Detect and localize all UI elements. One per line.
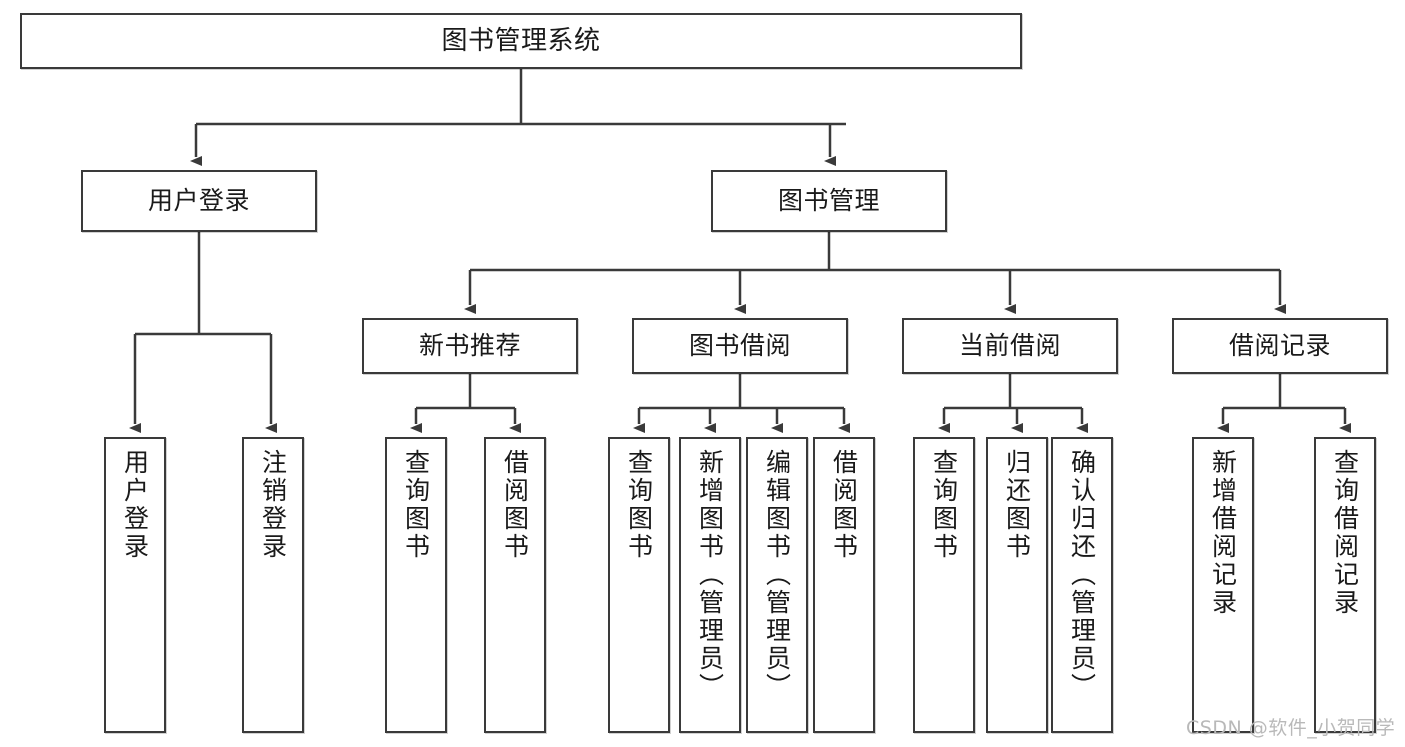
leaf-label: 用户登录	[120, 449, 150, 561]
leaf-label: 注销登录	[258, 449, 288, 561]
leaf-label: 查询图书	[401, 449, 431, 561]
leaf-label: 编辑图书（管理员）	[762, 449, 792, 701]
node-root[interactable]: 图书管理系统	[20, 13, 1022, 69]
node-book-manage[interactable]: 图书管理	[711, 170, 947, 232]
node-current-borrow[interactable]: 当前借阅	[902, 318, 1118, 374]
node-borrow-record[interactable]: 借阅记录	[1172, 318, 1388, 374]
leaf-borrow-book[interactable]: 借阅图书	[813, 437, 875, 733]
node-book-borrow[interactable]: 图书借阅	[632, 318, 848, 374]
node-root-label: 图书管理系统	[441, 25, 601, 56]
leaf-label: 归还图书	[1002, 449, 1032, 561]
node-new-book-recommend[interactable]: 新书推荐	[362, 318, 578, 374]
node-user-login[interactable]: 用户登录	[81, 170, 317, 232]
leaf-logout[interactable]: 注销登录	[242, 437, 304, 733]
node-book-manage-label: 图书管理	[777, 186, 880, 216]
leaf-label: 新增图书（管理员）	[695, 449, 725, 701]
leaf-query-book-newbook[interactable]: 查询图书	[385, 437, 447, 733]
leaf-label: 新增借阅记录	[1208, 449, 1238, 617]
csdn-watermark: CSDN @软件_小贺同学	[1186, 717, 1396, 739]
node-current-borrow-label: 当前借阅	[958, 331, 1061, 361]
leaf-label: 借阅图书	[500, 449, 530, 561]
leaf-label: 查询借阅记录	[1330, 449, 1360, 617]
leaf-label: 确认归还（管理员）	[1067, 449, 1097, 701]
leaf-return-book[interactable]: 归还图书	[986, 437, 1048, 733]
node-user-login-label: 用户登录	[147, 186, 250, 216]
leaf-add-book-admin[interactable]: 新增图书（管理员）	[679, 437, 741, 733]
leaf-borrow-book-newbook[interactable]: 借阅图书	[484, 437, 546, 733]
node-borrow-record-label: 借阅记录	[1228, 331, 1331, 361]
leaf-query-book-borrow[interactable]: 查询图书	[608, 437, 670, 733]
leaf-query-borrow-record[interactable]: 查询借阅记录	[1314, 437, 1376, 733]
leaf-query-book-current[interactable]: 查询图书	[913, 437, 975, 733]
leaf-confirm-return-admin[interactable]: 确认归还（管理员）	[1051, 437, 1113, 733]
node-book-borrow-label: 图书借阅	[688, 331, 791, 361]
leaf-label: 借阅图书	[829, 449, 859, 561]
leaf-label: 查询图书	[624, 449, 654, 561]
leaf-user-login[interactable]: 用户登录	[104, 437, 166, 733]
leaf-add-borrow-record[interactable]: 新增借阅记录	[1192, 437, 1254, 733]
node-new-book-recommend-label: 新书推荐	[418, 331, 521, 361]
leaf-edit-book-admin[interactable]: 编辑图书（管理员）	[746, 437, 808, 733]
leaf-label: 查询图书	[929, 449, 959, 561]
